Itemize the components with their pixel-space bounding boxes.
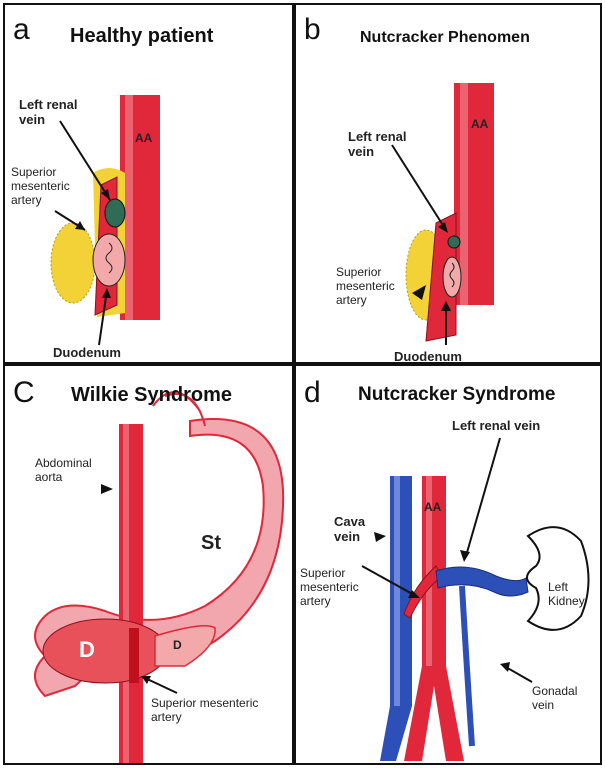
duodenum-shape [43, 619, 167, 683]
gonadal-vein-shape [462, 586, 472, 746]
duodenum-shape [93, 234, 125, 286]
panel-c-duodenum-small-label: D [173, 638, 182, 653]
aorta-shape [404, 476, 464, 761]
panel-d-sma-label: Superior mesenteric artery [300, 566, 359, 608]
left-renal-vein-shape [436, 567, 528, 596]
panel-d-title: Nutcracker Syndrome [358, 384, 555, 406]
panel-d-left-kidney-label: Left Kidney [548, 580, 585, 608]
panel-b-letter: b [304, 13, 321, 47]
panel-a: a Healthy patient Left renal vein AA Sup… [3, 3, 294, 364]
fat-shape [51, 223, 95, 303]
panel-b-sma-label: Superior mesenteric artery [336, 265, 395, 307]
panel-a-title: Healthy patient [70, 25, 213, 48]
panel-a-letter: a [13, 13, 30, 47]
panel-c-duodenum-large-label: D [79, 638, 95, 662]
panel-b-aa-label: AA [471, 117, 488, 132]
panel-c-title: Wilkie Syndrome [71, 384, 232, 407]
panel-c-letter: C [13, 376, 35, 410]
panel-a-duodenum-label: Duodenum [53, 345, 121, 360]
sma-shape [129, 628, 139, 683]
panel-a-aa-label: AA [135, 131, 152, 146]
panel-b-left-renal-vein-label: Left renal vein [348, 129, 407, 159]
left-renal-vein-shape [105, 199, 125, 227]
panel-b: b Nutcracker Phenomen Left renal vein AA… [294, 3, 602, 364]
panel-b-illustration [296, 5, 602, 364]
panel-b-title: Nutcracker Phenomen [360, 29, 530, 47]
panel-a-sma-label: Superior mesenteric artery [11, 165, 70, 207]
left-kidney-shape [527, 527, 589, 630]
aorta-shape [119, 424, 143, 765]
panel-a-left-renal-vein-label: Left renal vein [19, 97, 78, 127]
panel-c-stomach-label: St [201, 532, 221, 554]
panel-d-cava-vein-label: Cava vein [334, 514, 365, 544]
left-renal-vein-shape [448, 236, 460, 248]
panel-d: d Nutcracker Syndrome Left renal vein AA… [294, 364, 602, 765]
panel-c-abdominal-aorta-label: Abdominal aorta [35, 456, 92, 484]
panel-b-duodenum-label: Duodenum [394, 349, 462, 364]
panel-c: C Wilkie Syndrome Abdominal aorta St D D… [3, 364, 294, 765]
panel-c-sma-label: Superior mesenteric artery [151, 696, 258, 724]
panel-d-letter: d [304, 376, 321, 410]
panel-d-aa-label: AA [424, 500, 441, 515]
panel-d-left-renal-vein-label: Left renal vein [452, 418, 540, 433]
panel-d-gonadal-vein-label: Gonadal vein [532, 684, 577, 712]
